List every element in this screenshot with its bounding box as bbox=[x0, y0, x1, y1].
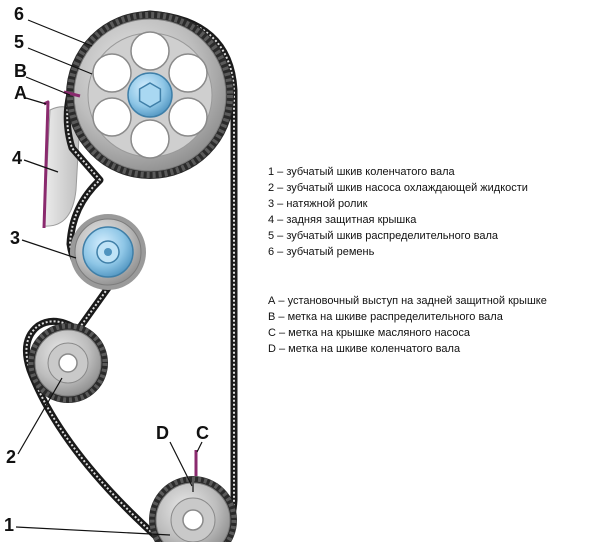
leader-c bbox=[196, 441, 203, 453]
legend-part-5: 5 – зубчатый шкив распределительного вал… bbox=[268, 230, 499, 242]
coolant-pump-pulley bbox=[28, 323, 108, 403]
leader-lines bbox=[15, 19, 203, 536]
leader-a bbox=[25, 97, 47, 105]
legend-part-2: 2 – зубчатый шкив насоса охлаждающей жид… bbox=[268, 182, 528, 194]
mark-b bbox=[63, 90, 81, 98]
leader-6 bbox=[27, 19, 93, 47]
leader-1 bbox=[15, 526, 171, 536]
callout-b: B bbox=[14, 61, 27, 81]
callout-4: 4 bbox=[12, 148, 23, 168]
legend-mark-a: А – установочный выступ на задней защитн… bbox=[268, 295, 547, 307]
legend-mark-b: В – метка на шкиве распределительного ва… bbox=[268, 311, 503, 323]
legend-mark-d: D – метка на шкиве коленчатого вала bbox=[268, 343, 461, 355]
leader-b bbox=[25, 76, 71, 96]
leader-3 bbox=[21, 239, 77, 259]
callout-d: D bbox=[156, 423, 169, 443]
callout-3: 3 bbox=[10, 228, 21, 248]
legend-part-3: 3 – натяжной ролик bbox=[268, 198, 368, 210]
legend-parts: 1 – зубчатый шкив коленчатого вала 2 – з… bbox=[268, 164, 528, 260]
callout-2: 2 bbox=[6, 447, 17, 467]
callout-a: A bbox=[14, 83, 27, 103]
camshaft-pulley bbox=[66, 11, 234, 179]
legend-part-1: 1 – зубчатый шкив коленчатого вала bbox=[268, 166, 455, 178]
legend-part-4: 4 – задняя защитная крышка bbox=[268, 214, 417, 226]
callout-5: 5 bbox=[14, 32, 25, 52]
legend-part-6: 6 – зубчатый ремень bbox=[268, 246, 375, 258]
callout-1: 1 bbox=[4, 515, 15, 535]
legend-mark-c: С – метка на крышке масляного насоса bbox=[268, 327, 471, 339]
leader-4 bbox=[23, 159, 59, 173]
leader-5 bbox=[27, 47, 93, 75]
leader-d bbox=[169, 441, 193, 487]
callout-6: 6 bbox=[14, 4, 25, 24]
callout-c: C bbox=[196, 423, 209, 443]
tensioner-roller bbox=[70, 214, 146, 290]
leader-2 bbox=[17, 377, 63, 455]
legend-marks: А – установочный выступ на задней защитн… bbox=[268, 293, 547, 357]
